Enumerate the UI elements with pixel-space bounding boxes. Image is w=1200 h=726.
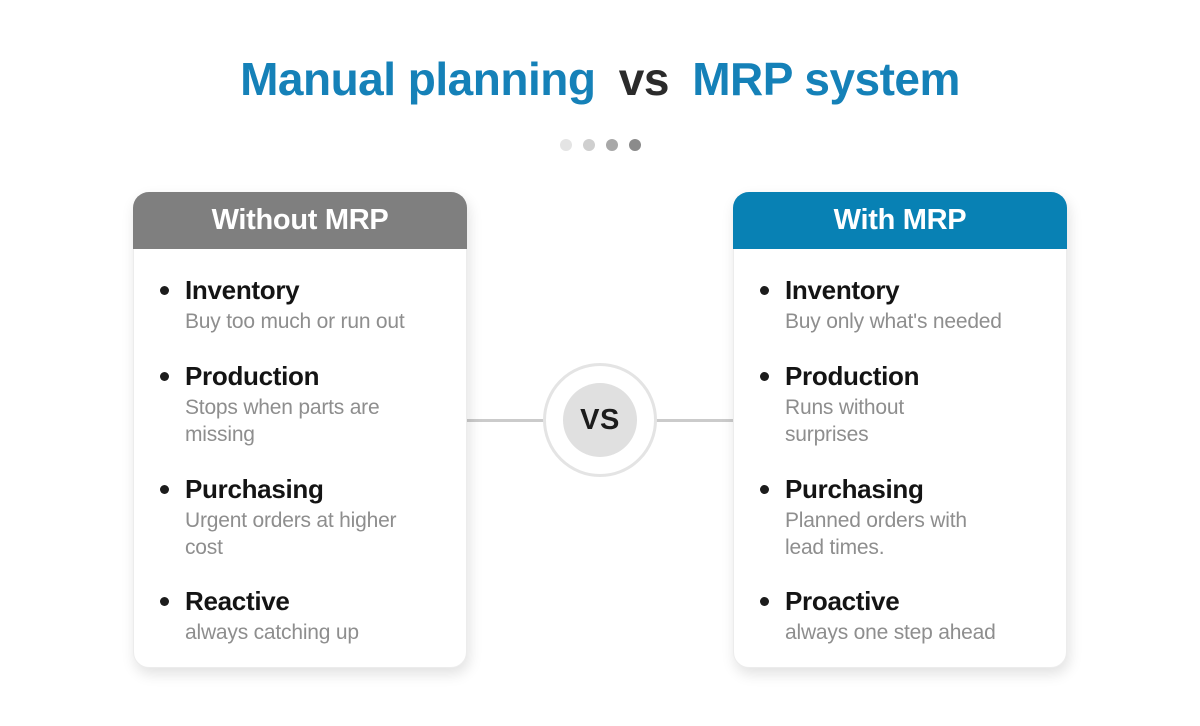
list-item-text: Inventory Buy too much or run out <box>185 275 405 336</box>
list-item-text: Proactive always one step ahead <box>785 586 996 647</box>
item-description: Stops when parts are missing <box>185 395 380 446</box>
list-item-text: Production Stops when parts are missing <box>185 360 380 449</box>
list-item: Production Runs without surprises <box>760 361 1042 449</box>
item-description: always one step ahead <box>785 621 996 645</box>
card-with-mrp: With MRP Inventory Buy only what's neede… <box>733 192 1067 668</box>
item-title: Proactive <box>785 586 900 617</box>
page-title: Manual planning vs MRP system <box>0 52 1200 106</box>
title-part-right: MRP system <box>692 53 960 105</box>
bullet-dot-icon <box>160 371 169 381</box>
item-title: Inventory <box>185 275 300 305</box>
bullet-dot-icon <box>760 371 769 381</box>
pagination-dot-active <box>628 139 641 151</box>
item-description: Urgent orders at higher cost <box>185 508 397 559</box>
list-item-text: Inventory Buy only what's needed <box>785 275 1002 336</box>
item-title: Production <box>785 360 920 391</box>
item-description: Runs without surprises <box>785 395 904 446</box>
bullet-dot-icon <box>160 286 169 295</box>
list-item: Reactive always catching up <box>160 586 442 647</box>
pagination-dot <box>605 139 618 151</box>
pagination-dots <box>0 139 1200 151</box>
list-item: Proactive always one step ahead <box>760 586 1042 647</box>
list-item: Production Stops when parts are missing <box>160 361 442 449</box>
card-without-mrp-header: Without MRP <box>133 192 467 249</box>
pagination-dot <box>559 139 572 151</box>
bullet-dot-icon <box>160 484 169 494</box>
list-item-text: Purchasing Planned orders with lead time… <box>785 474 967 562</box>
item-description: Buy only what's needed <box>785 310 1002 333</box>
list-item: Purchasing Urgent orders at higher cost <box>160 474 442 562</box>
list-item: Inventory Buy only what's needed <box>760 275 1042 336</box>
vs-badge-label: VS <box>563 383 637 457</box>
pagination-dot <box>582 139 595 151</box>
bullet-dot-icon <box>760 484 769 494</box>
item-description: Buy too much or run out <box>185 310 405 333</box>
list-item: Inventory Buy too much or run out <box>160 275 442 336</box>
vs-badge: VS <box>543 363 657 477</box>
item-title: Purchasing <box>185 473 324 504</box>
bullet-dot-icon <box>760 286 769 295</box>
list-item: Purchasing Planned orders with lead time… <box>760 474 1042 562</box>
list-item-text: Purchasing Urgent orders at higher cost <box>185 473 397 562</box>
item-description: Planned orders with lead times. <box>785 508 967 559</box>
title-part-left: Manual planning <box>240 53 596 105</box>
list-item-text: Production Runs without surprises <box>785 360 920 449</box>
item-title: Purchasing <box>785 473 924 504</box>
card-without-mrp-list: Inventory Buy too much or run out Produc… <box>134 249 466 667</box>
item-title: Production <box>185 360 320 391</box>
item-title: Inventory <box>785 275 900 305</box>
list-item-text: Reactive always catching up <box>185 586 359 647</box>
bullet-dot-icon <box>160 597 169 607</box>
title-vs-separator: vs <box>618 53 670 105</box>
item-description: always catching up <box>185 621 359 645</box>
card-with-mrp-header: With MRP <box>733 192 1067 249</box>
card-without-mrp: Without MRP Inventory Buy too much or ru… <box>133 192 467 668</box>
item-title: Reactive <box>185 586 290 617</box>
card-with-mrp-list: Inventory Buy only what's needed Product… <box>734 249 1066 667</box>
bullet-dot-icon <box>760 597 769 607</box>
